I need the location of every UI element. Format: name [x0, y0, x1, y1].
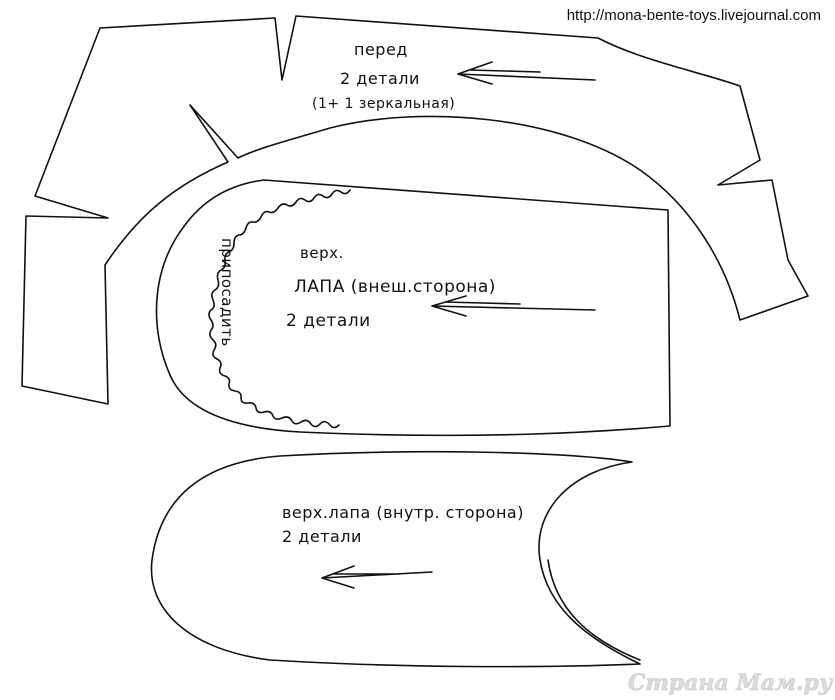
- front-count: 2 детали: [340, 69, 420, 88]
- upper-paw-outer-piece: верх. ЛАПА (внеш.сторона) 2 детали припо…: [155, 179, 671, 437]
- front-piece: перед 2 детали (1+ 1 зеркальная): [21, 15, 809, 405]
- upper-paw-outer-outline: [155, 179, 671, 437]
- upper-paw-outer-name: ЛАПА (внеш.сторона): [294, 277, 496, 297]
- upper-paw-inner-outline: [150, 450, 641, 668]
- front-grain-arrow: [457, 61, 596, 85]
- upper-paw-outer-count: 2 детали: [286, 311, 371, 331]
- front-note: (1+ 1 зеркальная): [312, 96, 455, 112]
- ease-wavy-line: [208, 189, 351, 429]
- upper-paw-inner-grain-arrow: [321, 565, 433, 589]
- upper-paw-inner-name: верх.лапа (внутр. сторона): [282, 503, 524, 522]
- source-url: http://mona-bente-toys.livejournal.com: [566, 7, 821, 24]
- upper-paw-inner-count: 2 детали: [282, 527, 362, 546]
- upper-paw-outer-title: верх.: [300, 244, 344, 262]
- watermark-logo: Страна Мам.ру: [628, 670, 834, 696]
- ease-note: припосадить: [218, 238, 236, 347]
- upper-paw-inner-extra-curve: [547, 559, 641, 661]
- front-piece-outline: [21, 15, 809, 405]
- front-title: перед: [354, 40, 408, 59]
- upper-paw-inner-piece: верх.лапа (внутр. сторона) 2 детали: [150, 450, 641, 668]
- upper-paw-outer-grain-arrow: [431, 295, 596, 317]
